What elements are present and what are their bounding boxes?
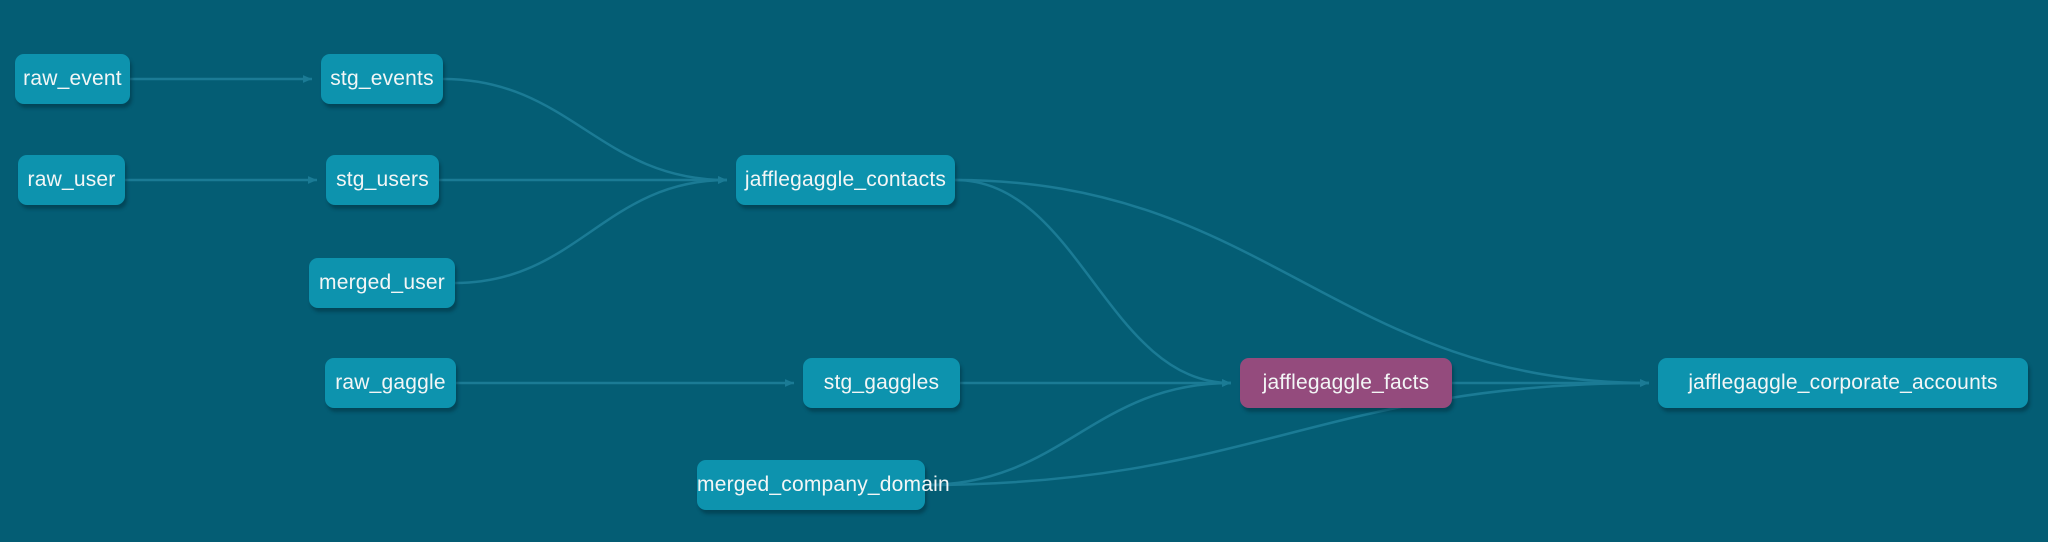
node-stg_gaggles[interactable]: stg_gaggles	[803, 358, 960, 408]
edge-merged_company_domain-jafflegaggle_corporate_accounts	[924, 379, 1650, 487]
edge-stg_events-jafflegaggle_contacts	[442, 77, 728, 184]
node-jafflegaggle_facts[interactable]: jafflegaggle_facts	[1240, 358, 1452, 408]
edge-jafflegaggle_contacts-jafflegaggle_facts	[954, 178, 1232, 387]
edge-jafflegaggle_contacts-jafflegaggle_corporate_accounts	[954, 178, 1650, 387]
node-jafflegaggle_contacts[interactable]: jafflegaggle_contacts	[736, 155, 955, 205]
node-raw_event[interactable]: raw_event	[15, 54, 130, 104]
node-jafflegaggle_corporate_accounts[interactable]: jafflegaggle_corporate_accounts	[1658, 358, 2028, 408]
edge-merged_user-jafflegaggle_contacts	[454, 176, 728, 285]
node-stg_events[interactable]: stg_events	[321, 54, 443, 104]
node-raw_user[interactable]: raw_user	[18, 155, 125, 205]
node-merged_company_domain[interactable]: merged_company_domain	[697, 460, 950, 510]
edge-merged_company_domain-jafflegaggle_facts	[924, 379, 1232, 487]
node-merged_user[interactable]: merged_user	[309, 258, 455, 308]
node-stg_users[interactable]: stg_users	[326, 155, 439, 205]
node-raw_gaggle[interactable]: raw_gaggle	[325, 358, 456, 408]
